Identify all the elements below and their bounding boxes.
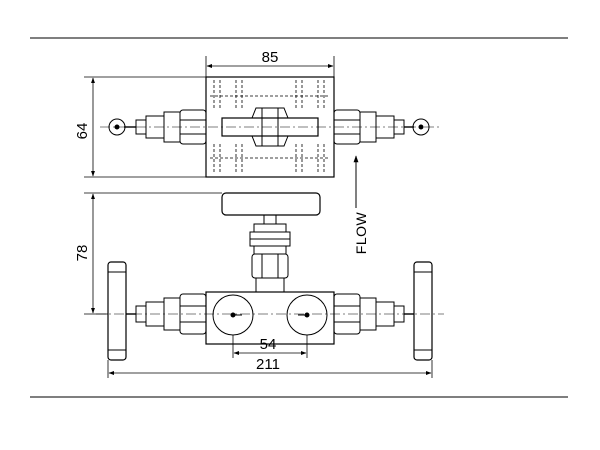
flow-label: FLOW — [353, 211, 369, 254]
front-view-t-handle — [221, 192, 321, 216]
dim-label-85: 85 — [262, 49, 279, 66]
dimension-78 — [84, 192, 222, 315]
dimension-64 — [84, 76, 206, 178]
dim-label-54: 54 — [260, 336, 277, 353]
right-handwheel-front — [413, 261, 433, 361]
dimension-54 — [232, 335, 308, 358]
top-view — [100, 76, 440, 178]
dimension-211 — [107, 360, 433, 378]
dim-label-64: 64 — [74, 123, 91, 140]
front-view — [96, 192, 444, 361]
left-handwheel-front — [107, 261, 127, 361]
dim-label-78: 78 — [74, 245, 91, 262]
dimension-85 — [205, 56, 335, 77]
dim-label-211: 211 — [256, 356, 280, 373]
hidden-bores — [210, 80, 330, 174]
